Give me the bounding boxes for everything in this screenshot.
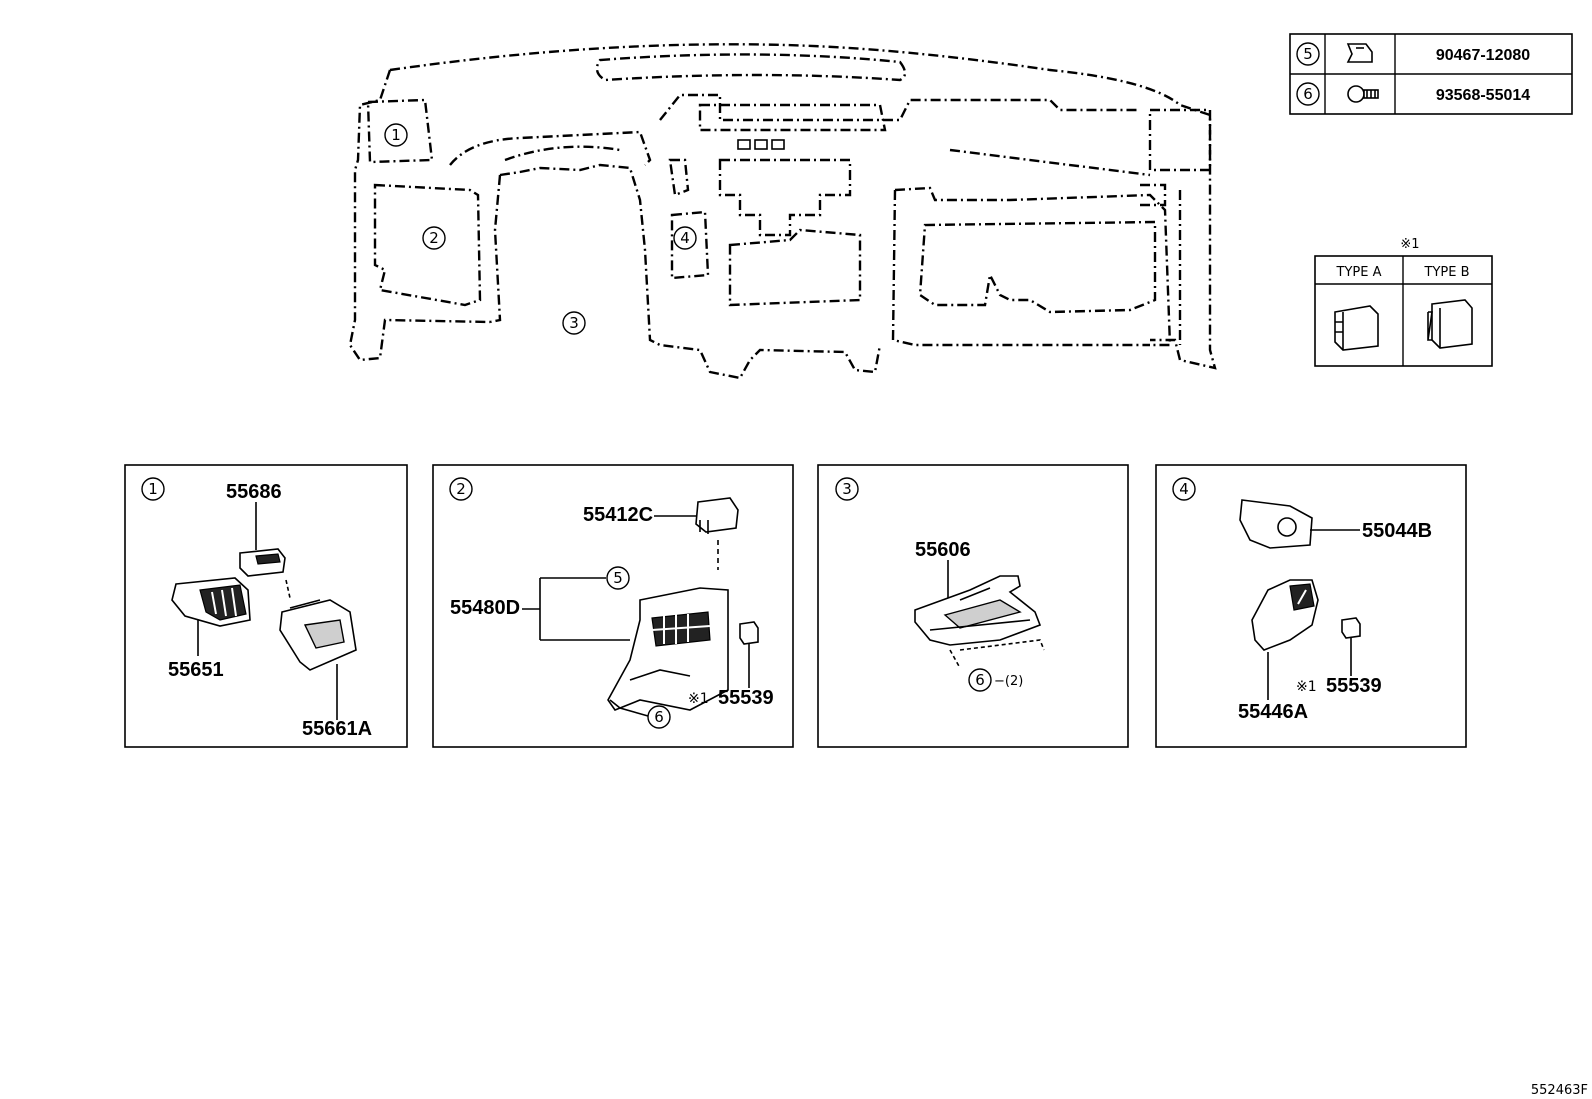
- label-text: 1: [148, 480, 158, 498]
- qty-p3: −(2): [994, 674, 1023, 689]
- part-55539-p2: 55539: [718, 687, 774, 709]
- overview-label-4: 4: [673, 226, 697, 250]
- part-55412c: 55412C: [583, 504, 653, 526]
- label-text: 2: [456, 480, 466, 498]
- type-b-clip-icon: [1427, 299, 1473, 349]
- note-mark-p4: ※1: [1296, 679, 1317, 695]
- part-55539-clip-shape-p4: [1341, 617, 1361, 639]
- detail-panel-4: 4 55044B 55446A ※1 55539: [1155, 464, 1467, 748]
- part-55446a-shape: [1251, 579, 1319, 651]
- type-note: ※1: [1400, 237, 1419, 252]
- label-text: 1: [391, 126, 401, 144]
- diagram-code: 552463F: [1531, 1083, 1588, 1098]
- type-b-label: TYPE B: [1424, 265, 1470, 280]
- part-55539-p4: 55539: [1326, 675, 1382, 697]
- label-text: 4: [680, 229, 690, 247]
- part-55661a: 55661A: [302, 718, 372, 740]
- label-text: 93568-55014: [1436, 87, 1530, 104]
- fastener-row-6: 6 93568-55014: [1296, 82, 1530, 106]
- overview-label-1: 1: [384, 123, 408, 147]
- type-a-clip-icon: [1334, 305, 1379, 351]
- label-text: 6: [975, 671, 985, 689]
- label-text: 4: [1179, 480, 1189, 498]
- part-55686: 55686: [226, 481, 282, 503]
- type-a-label: TYPE A: [1336, 265, 1382, 280]
- label-text: 90467-12080: [1436, 47, 1530, 64]
- part-55651-shape: [171, 577, 251, 627]
- label-text: 3: [842, 480, 852, 498]
- detail-panel-3: 3 55606 6 −(2): [817, 464, 1129, 748]
- label-text: 3: [569, 314, 579, 332]
- part-55661a-shape: [279, 599, 357, 671]
- detail-panel-2: 2 55412C 55480D 5 6 ※1 55539: [432, 464, 794, 748]
- part-55539-clip-shape: [739, 621, 759, 645]
- type-table: ※1 TYPE A TYPE B: [1314, 237, 1493, 367]
- part-55044b: 55044B: [1362, 520, 1432, 542]
- part-55044b-shape: [1239, 499, 1313, 549]
- label-text: 2: [429, 229, 439, 247]
- label-text: 5: [613, 569, 623, 587]
- fastener-row-5: 5 90467-12080: [1296, 42, 1530, 66]
- label-text: 6: [1303, 85, 1313, 103]
- screw-icon: [1347, 85, 1379, 103]
- part-55446a: 55446A: [1238, 701, 1308, 723]
- dashboard-overview: [348, 43, 1217, 380]
- part-55686-shape: [239, 548, 286, 577]
- part-55651: 55651: [168, 659, 224, 681]
- label-text: 5: [1303, 45, 1313, 63]
- fastener-table: 5 90467-12080 6 93568-55014: [1289, 33, 1573, 115]
- label-text: 6: [654, 708, 664, 726]
- note-mark-p2: ※1: [688, 691, 709, 707]
- part-55480d-shape: [607, 587, 729, 711]
- part-55480d: 55480D: [450, 597, 520, 619]
- clip-icon: [1346, 43, 1373, 63]
- overview-label-2: 2: [422, 226, 446, 250]
- overview-label-3: 3: [562, 311, 586, 335]
- part-55606-shape: [914, 575, 1042, 646]
- part-55412c-shape: [695, 497, 739, 534]
- detail-panel-1: 1 55686 55651 55661A: [124, 464, 408, 748]
- part-55606: 55606: [915, 539, 971, 561]
